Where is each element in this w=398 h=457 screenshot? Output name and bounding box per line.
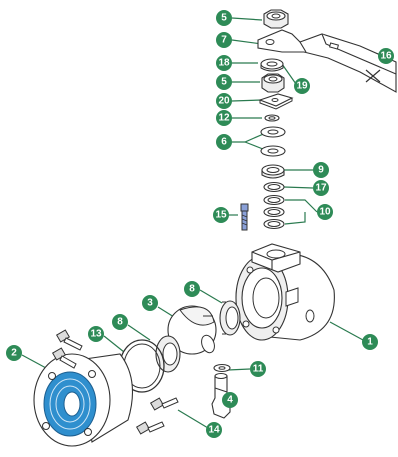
part-washer-11 (213, 363, 231, 373)
svg-text:16: 16 (380, 51, 392, 62)
callout-8-left: 8 (112, 314, 128, 330)
callout-13: 13 (88, 326, 104, 342)
callout-2: 2 (6, 345, 22, 361)
callout-5-lower: 5 (216, 74, 232, 90)
callout-1: 1 (362, 334, 378, 350)
callout-7: 7 (216, 32, 232, 48)
svg-text:4: 4 (227, 395, 233, 406)
callout-18: 18 (216, 55, 232, 71)
svg-text:12: 12 (218, 113, 230, 124)
part-washers-6 (260, 126, 286, 157)
svg-text:11: 11 (253, 364, 264, 375)
svg-text:7: 7 (221, 35, 227, 46)
svg-text:15: 15 (215, 210, 227, 221)
svg-text:20: 20 (218, 96, 230, 107)
part-stem (211, 373, 231, 419)
part-seat-right (219, 300, 241, 336)
svg-text:17: 17 (315, 183, 327, 194)
svg-text:1: 1 (367, 337, 373, 348)
callout-6: 6 (216, 134, 232, 150)
svg-text:9: 9 (318, 165, 324, 176)
callout-9: 9 (313, 162, 329, 178)
callout-15: 15 (213, 207, 229, 223)
part-screw-15 (240, 203, 249, 231)
svg-text:14: 14 (208, 425, 220, 436)
part-ring-17 (263, 181, 285, 193)
part-gland-9 (261, 164, 285, 179)
callout-10: 10 (317, 204, 333, 220)
part-bolts-14 (135, 397, 179, 435)
part-nut-top (263, 9, 289, 29)
callout-4: 4 (222, 392, 238, 408)
part-valve-body (235, 243, 335, 341)
svg-text:3: 3 (147, 298, 153, 309)
callout-20: 20 (216, 93, 232, 109)
svg-text:8: 8 (117, 317, 123, 328)
svg-text:13: 13 (90, 329, 102, 340)
svg-text:8: 8 (189, 284, 195, 295)
part-ring-12 (264, 114, 280, 122)
part-end-cap (33, 353, 133, 447)
part-ball (167, 305, 217, 355)
svg-text:18: 18 (218, 58, 230, 69)
svg-text:5: 5 (221, 13, 227, 24)
callout-5-top: 5 (216, 10, 232, 26)
svg-text:6: 6 (221, 137, 227, 148)
svg-text:5: 5 (221, 77, 227, 88)
part-stop-plate (258, 93, 294, 110)
svg-text:2: 2 (11, 348, 17, 359)
callout-17: 17 (313, 180, 329, 196)
part-nut-lower (261, 73, 285, 93)
callout-19: 19 (294, 78, 310, 94)
svg-text:19: 19 (296, 81, 308, 92)
callout-3: 3 (142, 295, 158, 311)
svg-text:10: 10 (319, 207, 331, 218)
callout-16: 16 (378, 48, 394, 64)
part-seat-left (155, 335, 181, 373)
callout-14: 14 (206, 422, 222, 438)
part-packing-10 (263, 194, 285, 230)
callout-11: 11 (250, 361, 266, 377)
part-bolts-upper (51, 329, 83, 369)
callout-12: 12 (216, 110, 232, 126)
callout-8-right: 8 (184, 281, 200, 297)
part-washer-18 (260, 58, 284, 72)
part-handle (257, 29, 397, 93)
